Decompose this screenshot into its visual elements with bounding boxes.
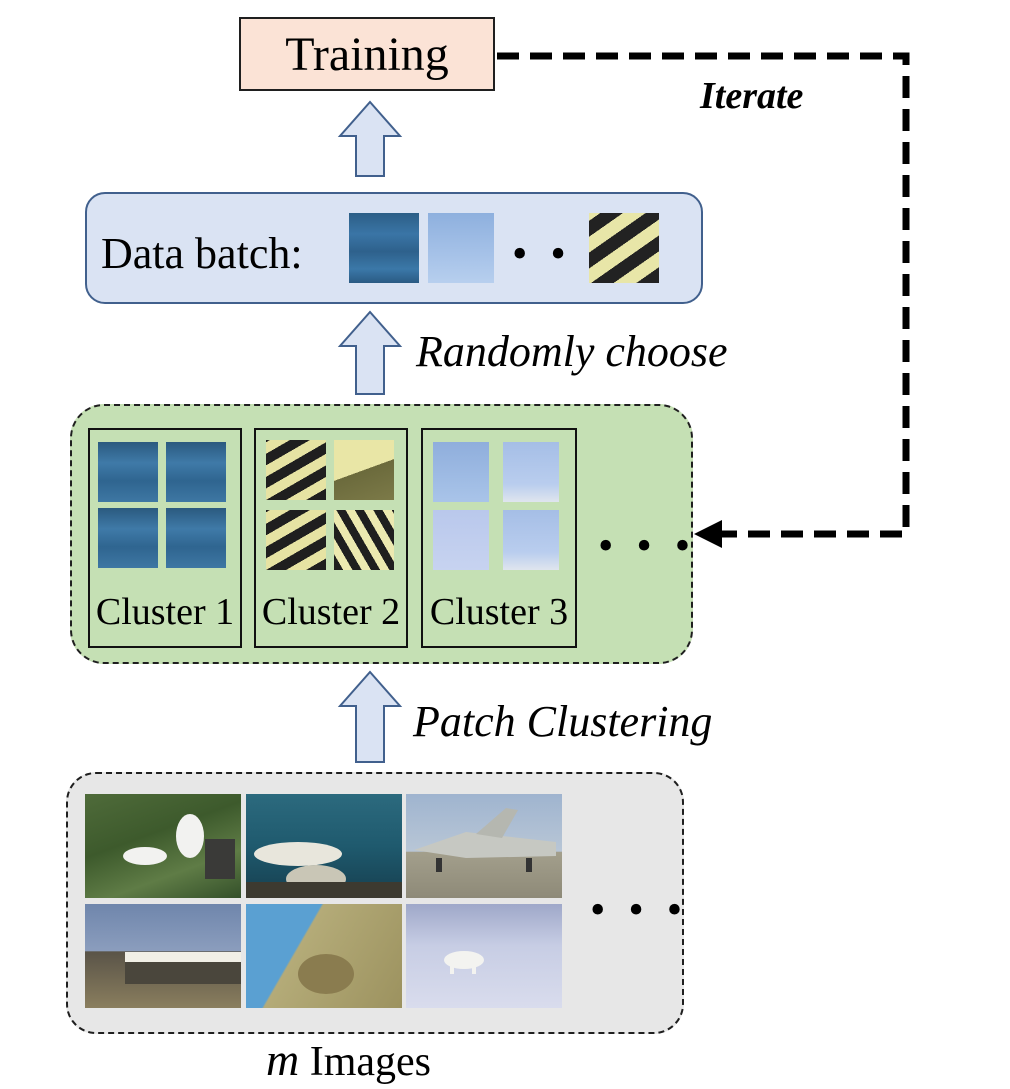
cluster-2-patch <box>266 440 326 500</box>
patch-clustering-label: Patch Clustering <box>413 697 713 746</box>
up-arrow-to-training <box>337 100 403 177</box>
batch-patch-zebra <box>589 213 659 283</box>
bear-shapes <box>298 954 354 994</box>
cluster-1: Cluster 1 <box>88 428 242 648</box>
viaduct-shapes <box>125 952 241 984</box>
image-albatross <box>85 794 241 898</box>
cluster-2-patch <box>266 510 326 570</box>
iterate-label: Iterate <box>700 75 804 117</box>
cluster-1-patch <box>166 442 226 502</box>
jet-shapes <box>414 808 556 872</box>
cluster-2-label: Cluster 2 <box>261 591 401 633</box>
images-ellipsis: • • • <box>590 885 689 934</box>
cluster-2-patch <box>334 440 394 500</box>
cluster-1-patch <box>166 508 226 568</box>
randomly-choose-label: Randomly choose <box>416 327 728 376</box>
training-box: Training <box>239 17 495 91</box>
image-coral-reef <box>246 794 402 898</box>
cluster-3: Cluster 3 <box>421 428 577 648</box>
iterate-arrowhead <box>694 520 722 548</box>
cluster-3-patch <box>503 442 559 502</box>
cluster-3-patch <box>433 510 489 570</box>
clusters-ellipsis: • • • <box>598 521 697 570</box>
batch-patch-sky <box>428 213 494 283</box>
polar-bear-shapes <box>444 951 484 974</box>
cluster-1-patch <box>98 508 158 568</box>
up-arrow-to-batch <box>337 310 403 395</box>
iterate-loop-line <box>497 52 910 538</box>
image-fighter-jet <box>406 794 562 898</box>
training-label: Training <box>285 27 449 81</box>
coral-shapes <box>246 842 402 898</box>
images-count-variable: m <box>266 1034 300 1085</box>
cluster-3-patch <box>503 510 559 570</box>
cluster-1-patch <box>98 442 158 502</box>
albatross-shapes <box>123 814 235 879</box>
batch-patch-water <box>349 213 419 283</box>
image-bear-river <box>246 904 402 1008</box>
data-batch-label: Data batch: <box>101 229 303 278</box>
up-arrow-to-clusters <box>337 670 403 763</box>
images-label-text: Images <box>299 1039 432 1085</box>
cluster-3-label: Cluster 3 <box>429 591 569 633</box>
image-viaduct <box>85 904 241 1008</box>
cluster-2: Cluster 2 <box>254 428 408 648</box>
images-label: m Images <box>266 1033 431 1086</box>
batch-ellipsis: • • • <box>512 229 611 278</box>
image-polar-bear <box>406 904 562 1008</box>
cluster-2-patch <box>334 510 394 570</box>
cluster-1-label: Cluster 1 <box>95 591 235 633</box>
cluster-3-patch <box>433 442 489 502</box>
